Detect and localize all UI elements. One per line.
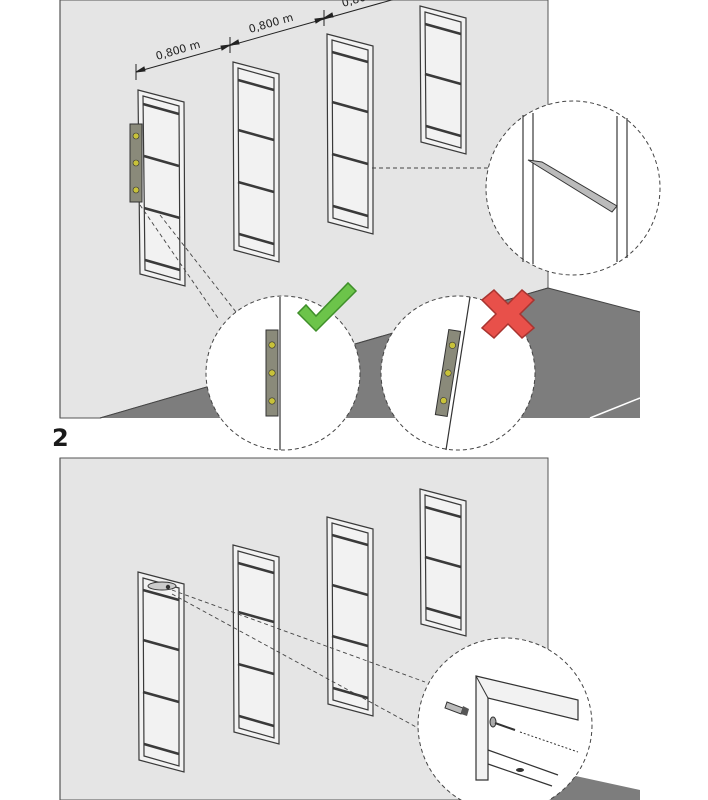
check-icon bbox=[296, 281, 358, 333]
frame-2b bbox=[232, 544, 280, 745]
leader-lines-2 bbox=[171, 589, 441, 741]
frame-1c bbox=[326, 33, 374, 235]
wall-plug-icon bbox=[444, 701, 469, 716]
frame-1d bbox=[419, 5, 467, 155]
step-number: 2 bbox=[52, 424, 69, 452]
frame-2c bbox=[326, 516, 374, 717]
frame-2a bbox=[137, 571, 185, 773]
frame-1a bbox=[137, 89, 186, 287]
panel-step-2 bbox=[59, 457, 640, 800]
screw-icon bbox=[489, 716, 516, 731]
detail-screw-fixing bbox=[417, 637, 593, 800]
detail-crossbar bbox=[485, 100, 661, 276]
cross-icon bbox=[480, 288, 536, 340]
frame-2d bbox=[419, 488, 467, 637]
detail-level-correct bbox=[205, 295, 361, 451]
leader-lines-1 bbox=[139, 167, 488, 319]
screw-marker bbox=[147, 581, 177, 591]
spirit-level-on-frame bbox=[129, 123, 143, 203]
panel-step-1: 0,800 m 0,800 m 0,800 m bbox=[59, 0, 661, 451]
frame-1b bbox=[232, 61, 280, 263]
dimension-line bbox=[135, 0, 394, 80]
